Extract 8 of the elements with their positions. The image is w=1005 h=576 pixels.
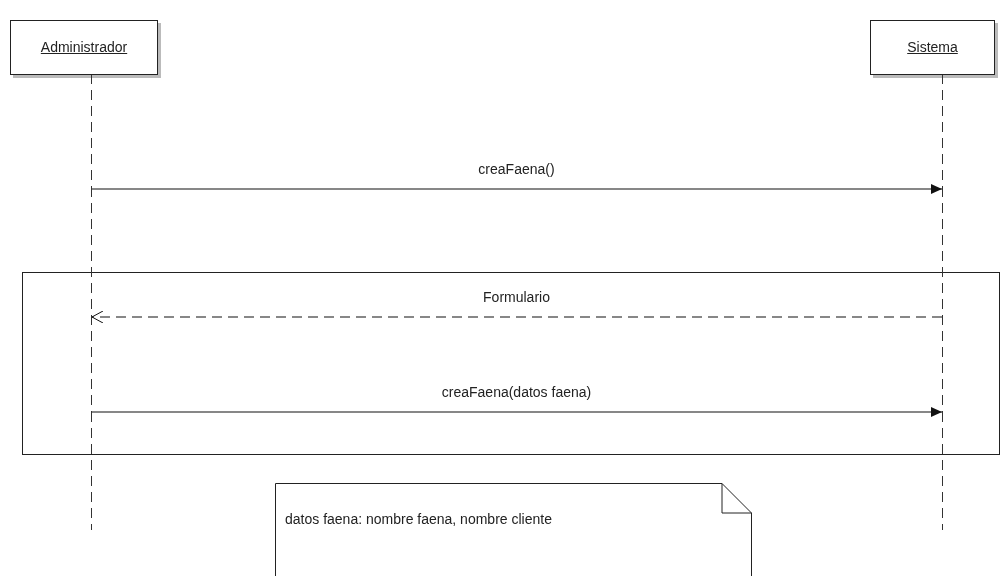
message-arrow — [91, 184, 943, 194]
message-arrow — [91, 310, 943, 324]
message-arrow — [91, 407, 943, 417]
object-box: Sistema — [870, 20, 995, 75]
note-text: datos faena: nombre faena, nombre cliente — [285, 510, 552, 529]
lifeline — [942, 75, 943, 530]
lifeline — [91, 75, 92, 530]
object-box: Administrador — [10, 20, 158, 75]
